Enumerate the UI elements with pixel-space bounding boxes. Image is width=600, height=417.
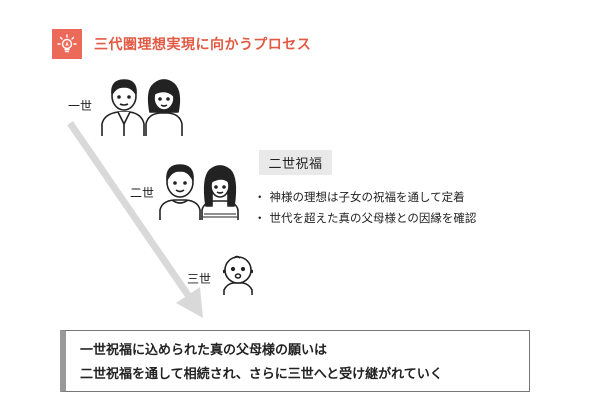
section-header: 三代圏理想実現に向かうプロセス — [52, 29, 311, 59]
summary-line-2: 二世祝福を通して相続され、さらに三世へと受け継がれていく — [80, 367, 443, 382]
list-item: ・神様の理想は子女の祝福を通して定着 — [254, 187, 476, 208]
third-generation-baby-avatar — [222, 255, 254, 295]
bullet-text: 神様の理想は子女の祝福を通して定着 — [269, 190, 465, 204]
bullet-mark: ・ — [254, 211, 266, 225]
list-item: ・世代を超えた真の父母様との因縁を確認 — [254, 208, 476, 229]
bullet-mark: ・ — [254, 190, 266, 204]
generation-label-third: 三世 — [187, 272, 212, 286]
summary-line-1: 一世祝福に込められた真の父母様の願いは — [80, 343, 328, 358]
header-title: 三代圏理想実現に向かうプロセス — [94, 37, 312, 53]
bullet-text: 世代を超えた真の父母様との因縁を確認 — [269, 211, 477, 225]
generation-label-first: 一世 — [68, 99, 93, 113]
second-generation-blessing-tag: 二世祝福 — [259, 150, 332, 175]
first-generation-couple-avatar — [101, 79, 183, 136]
blessing-bullet-list: ・神様の理想は子女の祝福を通して定着 ・世代を超えた真の父母様との因縁を確認 — [254, 187, 476, 229]
lightbulb-icon — [52, 29, 82, 59]
generation-label-second: 二世 — [130, 186, 155, 200]
summary-box: 一世祝福に込められた真の父母様の願いは 二世祝福を通して相続され、さらに三世へと… — [60, 330, 530, 392]
second-generation-couple-avatar — [159, 164, 239, 220]
